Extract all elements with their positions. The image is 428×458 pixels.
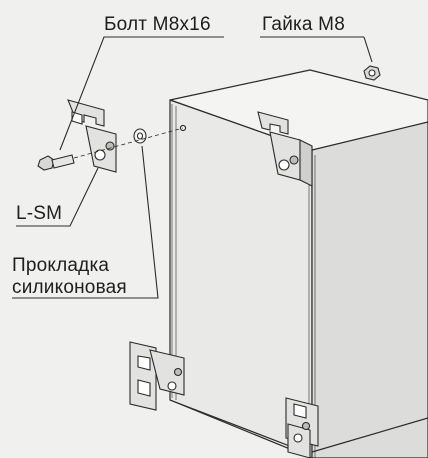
leader-nut-pointer [363, 36, 373, 63]
bracket-top-mounted [257, 111, 313, 187]
leader-lines [12, 36, 373, 299]
nut-label: Гайка М8 [262, 14, 345, 35]
assembly-axis [73, 127, 184, 159]
bracket-lower-right [285, 397, 319, 458]
bracket-lower-left [129, 341, 185, 411]
nut-m8 [363, 65, 381, 81]
gasket-label-line2: силиконовая [12, 277, 127, 298]
bolt-label: Болт М8х16 [104, 14, 211, 35]
bolt-m8x16 [37, 154, 75, 171]
cabinet [169, 69, 428, 458]
cabinet-front-face [169, 99, 313, 458]
cabinet-bottom-edge [169, 399, 301, 451]
leader-gasket [12, 145, 159, 299]
mounting-hole [179, 124, 187, 132]
cabinet-side-face [311, 121, 428, 458]
leader-bracket [16, 167, 99, 227]
bracket-label: L-SM [16, 203, 63, 224]
gasket-label-line1: Прокладка [12, 255, 110, 276]
gasket-silicone [133, 128, 147, 144]
gasket-label: Прокладка силиконовая [12, 255, 127, 299]
leader-bolt [59, 36, 224, 151]
cabinet-bottom-edge [311, 417, 428, 453]
